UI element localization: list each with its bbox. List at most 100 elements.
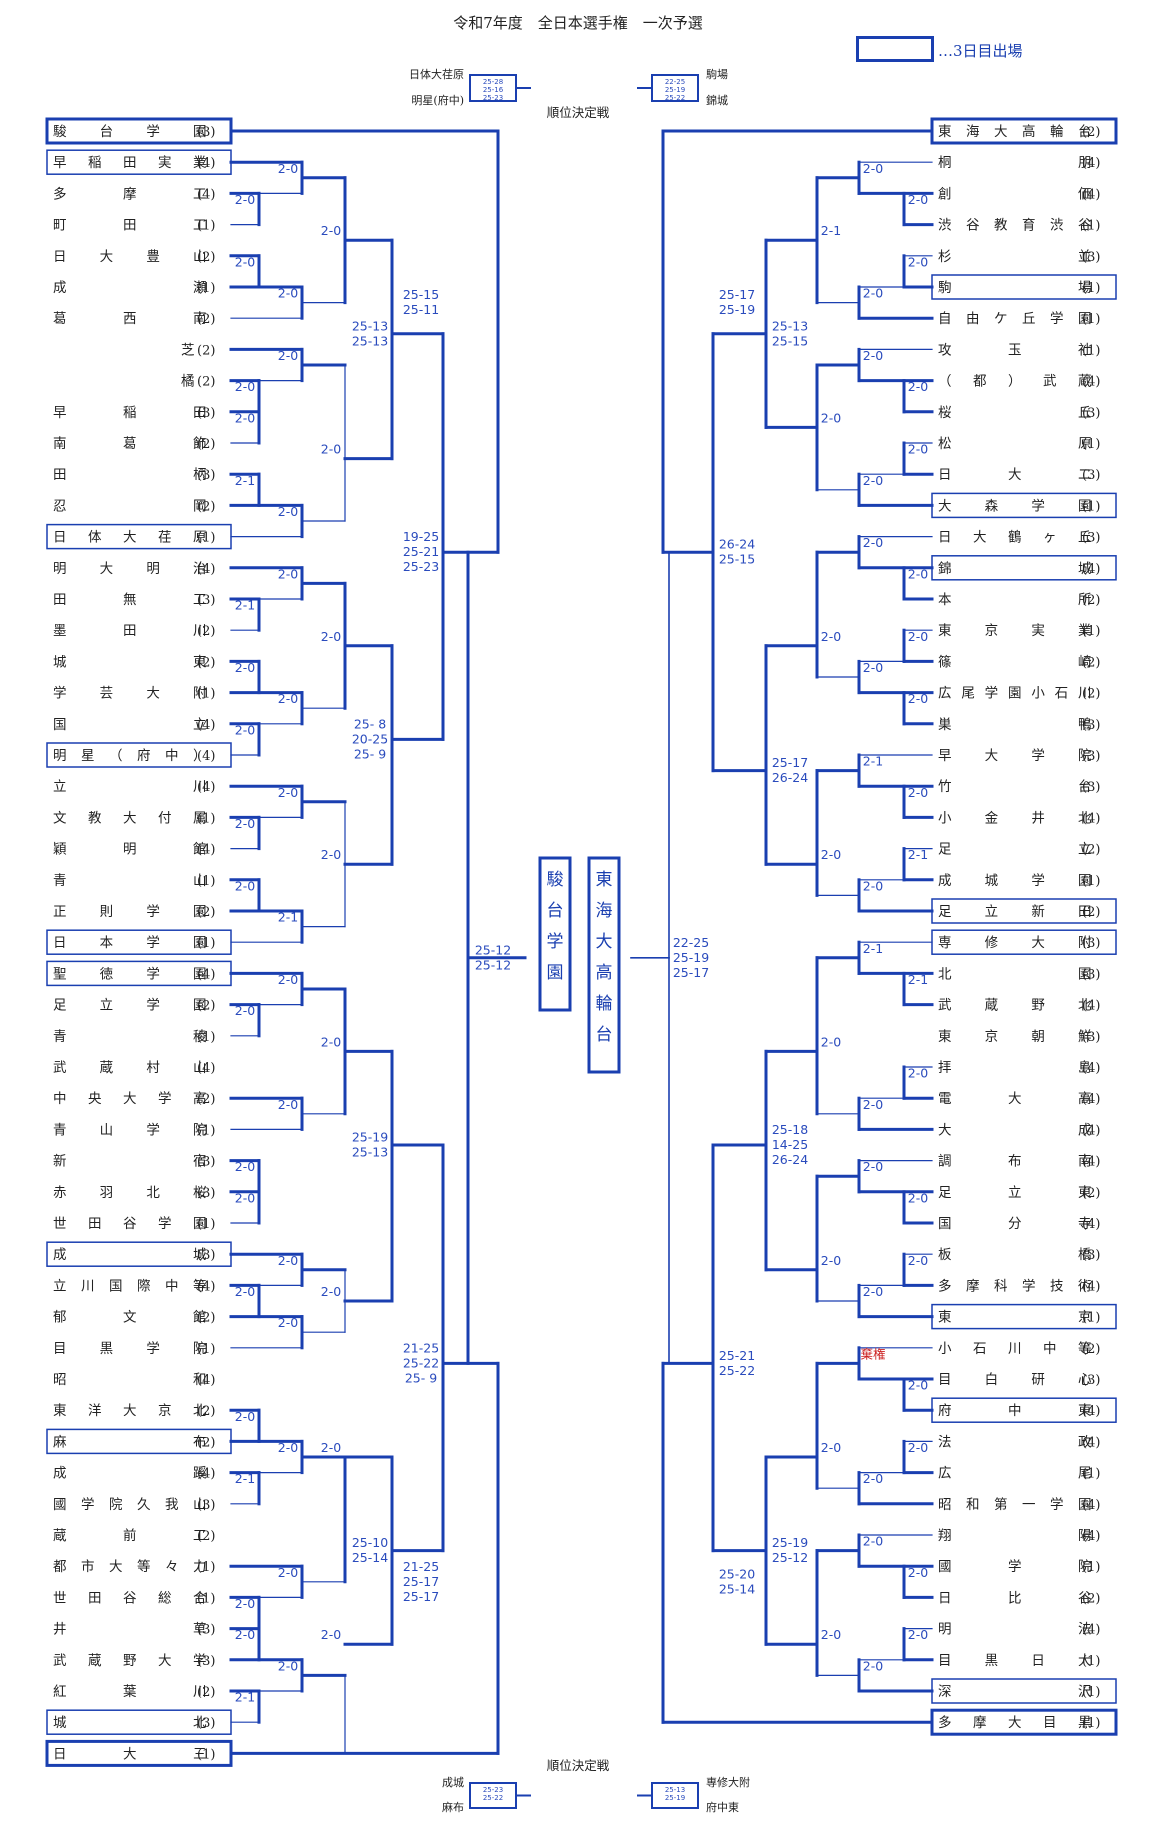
match-score: 25-10 xyxy=(352,1535,388,1550)
match-score: 2-0 xyxy=(321,1440,341,1455)
team-name: 国分寺 xyxy=(938,1216,1092,1232)
team-name: 杉並 xyxy=(938,249,1092,265)
team-seed: (4) xyxy=(1082,1061,1100,1076)
match-score: 2-0 xyxy=(235,1003,255,1018)
match-score: 2-0 xyxy=(821,1253,841,1268)
team-seed: (3) xyxy=(197,406,215,421)
team-name: 昭和 xyxy=(53,1372,207,1388)
team-seed: (4) xyxy=(197,780,215,795)
team-seed: (3) xyxy=(1082,468,1100,483)
team-seed: (1) xyxy=(197,281,215,296)
match-score: 25-12 xyxy=(475,957,511,972)
team-name: 新宿 xyxy=(53,1153,207,1170)
team-name: 法政 xyxy=(938,1434,1092,1450)
placement-label: 順位決定戦 xyxy=(547,1758,610,1773)
finalist-left-char: 園 xyxy=(547,963,564,983)
team-name: 日体大荏原 xyxy=(53,530,207,546)
team-seed: (3) xyxy=(1082,1030,1100,1045)
team-seed: (2) xyxy=(197,1685,215,1700)
team-seed: (3) xyxy=(1082,250,1100,265)
team-name: 町田工 xyxy=(53,218,207,234)
match-score: 25-12 xyxy=(475,942,511,957)
match-score: 2-1 xyxy=(235,598,255,613)
match-score: 25- 8 xyxy=(354,716,386,731)
team-seed: (2) xyxy=(197,1529,215,1544)
team-name: 青稜 xyxy=(53,1029,207,1045)
match-score: 2-0 xyxy=(821,629,841,644)
match-score: 2-0 xyxy=(863,660,883,675)
team-seed: (4) xyxy=(1082,1279,1100,1294)
match-score: 25-11 xyxy=(403,302,439,317)
team-name: 南葛飾 xyxy=(53,436,207,452)
match-score: 2-0 xyxy=(278,504,298,519)
team-seed: (4) xyxy=(197,967,215,982)
team-name: 足立東 xyxy=(938,1185,1092,1201)
team-name: 世田谷学園 xyxy=(53,1216,207,1232)
team-seed: (2) xyxy=(197,999,215,1014)
match-score: 25-14 xyxy=(719,1581,755,1596)
match-score: 2-0 xyxy=(321,1284,341,1299)
team-seed: (2) xyxy=(197,1311,215,1326)
team-name: 足立新田 xyxy=(938,904,1092,920)
team-name: 桐朋 xyxy=(938,155,1092,171)
team-seed: (1) xyxy=(197,1123,215,1138)
match-score: 2-0 xyxy=(278,1097,298,1112)
match-score: 2-0 xyxy=(278,1658,298,1673)
team-seed: (4) xyxy=(1082,1498,1100,1513)
team-name: 武蔵野大学 xyxy=(53,1653,207,1669)
match-score: 25-22 xyxy=(719,1363,755,1378)
finalist-left xyxy=(538,856,572,1012)
finalist-right-char: 台 xyxy=(596,1025,613,1045)
match-score: 25-19 xyxy=(719,302,755,317)
team-seed: (3) xyxy=(1082,936,1100,951)
team-name: 早稲田 xyxy=(53,405,207,421)
match-score: 2-0 xyxy=(278,348,298,363)
match-score: 25-12 xyxy=(772,1550,808,1565)
team-seed: (4) xyxy=(1082,1435,1100,1450)
team-seed: (2) xyxy=(1082,905,1100,920)
team-name: 穎明館 xyxy=(53,842,207,858)
team-seed: (4) xyxy=(197,156,215,171)
team-seed: (4) xyxy=(1082,1529,1100,1544)
team-seed: (1) xyxy=(197,936,215,951)
match-score: 2-0 xyxy=(235,816,255,831)
legend-swatch xyxy=(856,36,934,62)
match-score: 25-14 xyxy=(352,1550,388,1565)
team-seed: (1) xyxy=(197,219,215,234)
match-score: 2-0 xyxy=(235,722,255,737)
team-seed: (3) xyxy=(197,593,215,608)
team-seed: (1) xyxy=(1082,1685,1100,1700)
team-name: 田無工 xyxy=(53,592,207,608)
match-score: 25-20 xyxy=(719,1566,755,1581)
team-name: 足立学園 xyxy=(53,998,207,1014)
match-score: 2-1 xyxy=(278,910,298,925)
match-score: 25-13 xyxy=(352,318,388,333)
team-seed: (1) xyxy=(1082,1560,1100,1575)
placement-score: 22-25 xyxy=(665,78,685,86)
placement-team: 成城 xyxy=(442,1776,464,1789)
placement-score: 25-19 xyxy=(665,86,685,94)
team-name: 成城 xyxy=(53,1247,207,1263)
team-name: 広尾 xyxy=(938,1466,1092,1482)
team-name: 明星（府中） xyxy=(53,748,207,764)
team-name: 都市大等々力 xyxy=(53,1558,207,1575)
team-name: 東海大高輪台 xyxy=(938,123,1092,140)
team-seed: (2) xyxy=(197,624,215,639)
match-score: 2-0 xyxy=(821,1034,841,1049)
finalist-right-char: 高 xyxy=(596,963,613,983)
team-seed: (4) xyxy=(197,718,215,733)
team-name: 府中東 xyxy=(938,1403,1092,1419)
team-name: 墨田川 xyxy=(53,623,207,639)
match-score: 25-19 xyxy=(352,1130,388,1145)
match-score: 20-25 xyxy=(352,731,388,746)
team-seed: (3) xyxy=(1082,406,1100,421)
team-seed: (1) xyxy=(197,1747,215,1762)
match-score: 2-0 xyxy=(278,286,298,301)
match-score: 2-0 xyxy=(863,1534,883,1549)
team-name: 日大鶴ヶ丘 xyxy=(938,529,1092,546)
match-score: 21-25 xyxy=(403,1340,439,1355)
match-score: 2-0 xyxy=(235,1159,255,1174)
team-seed: (2) xyxy=(197,250,215,265)
match-score: 26-24 xyxy=(772,770,808,785)
team-name: 明法 xyxy=(938,1622,1092,1638)
